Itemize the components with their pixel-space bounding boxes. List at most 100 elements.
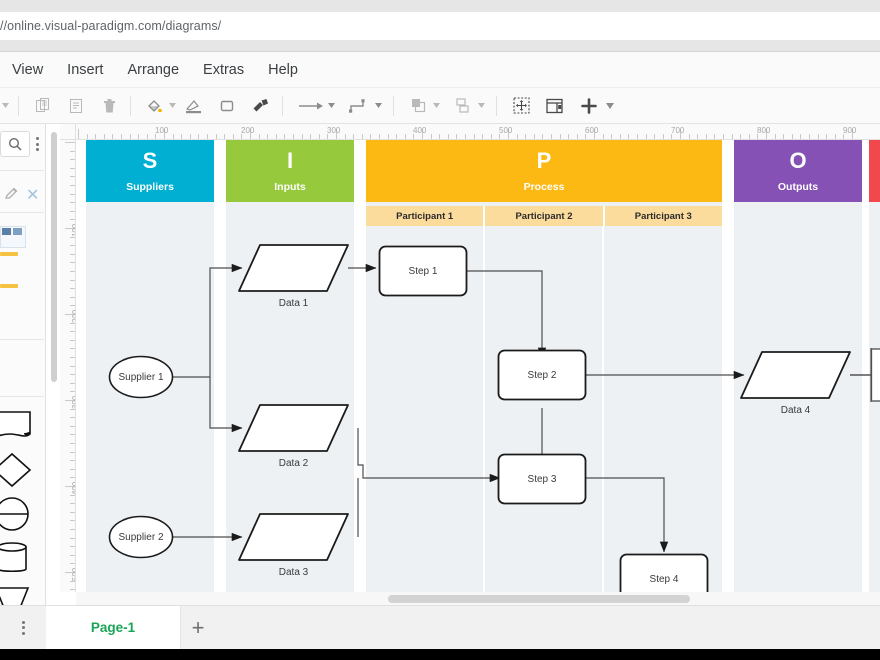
screen-bottom-bar [0, 649, 880, 660]
chevron-down-icon[interactable] [373, 93, 384, 119]
menu-view[interactable]: View [12, 61, 44, 78]
menu-arrange[interactable]: Arrange [127, 61, 180, 78]
node-step-2[interactable]: Step 2 [497, 349, 587, 401]
node-step-4[interactable]: Step 4 [619, 553, 709, 592]
add-page-button[interactable]: + [191, 614, 205, 640]
ruler-corner [60, 124, 76, 140]
lane-header-customers: C Customers [869, 140, 880, 202]
kebab-menu-icon[interactable] [30, 132, 44, 156]
toolbar-divider [282, 95, 283, 116]
add-shape-icon[interactable] [576, 93, 602, 119]
node-label: Data 4 [780, 405, 811, 416]
node-label: Data 2 [278, 458, 309, 469]
insert-table-icon[interactable] [541, 93, 567, 119]
sidebar-search-row [0, 129, 46, 159]
page-tab-page-1[interactable]: Page-1 [46, 606, 181, 649]
bookmark-bar [0, 40, 880, 52]
select-all-icon[interactable] [508, 93, 534, 119]
node-supplier-2[interactable]: Supplier 2 [108, 515, 174, 559]
node-data-1[interactable]: Data 1 [236, 242, 351, 309]
lane-letter: I [286, 147, 294, 173]
to-back-icon[interactable] [450, 93, 476, 119]
lane-letter: O [789, 147, 807, 173]
lane-header-process: P Process [366, 140, 722, 202]
participant-divider [602, 226, 604, 592]
sidebar-scrollbar[interactable] [51, 132, 57, 382]
node-step-1[interactable]: Step 1 [378, 245, 468, 297]
shape-style-icon[interactable] [214, 93, 240, 119]
node-data-3[interactable]: Data 3 [236, 511, 351, 578]
app-toolbar [0, 88, 880, 124]
lane-word: Suppliers [126, 180, 174, 193]
to-front-icon[interactable] [405, 93, 431, 119]
sidebar-divider [0, 396, 44, 397]
search-icon[interactable] [0, 131, 30, 157]
lane-letter: P [536, 147, 552, 173]
circle-shape-icon[interactable] [0, 490, 44, 534]
lane-letter: S [142, 147, 158, 173]
participant-3[interactable]: Participant 3 [604, 206, 722, 226]
node-step-3[interactable]: Step 3 [497, 453, 587, 505]
lane-word: Inputs [274, 180, 306, 193]
app-menu-bar: View Insert Arrange Extras Help [0, 52, 880, 88]
toolbar-divider [130, 95, 131, 116]
shapes-sidebar: ✕ [0, 124, 46, 609]
node-customer-partial[interactable] [871, 348, 880, 402]
page-tab-bar: Page-1 + [0, 605, 880, 649]
lane-header-suppliers: S Suppliers [86, 140, 214, 202]
node-supplier-1[interactable]: Supplier 1 [108, 355, 174, 399]
toolbar-divider [18, 95, 19, 116]
toolbar-divider [393, 95, 394, 116]
participant-1[interactable]: Participant 1 [366, 206, 486, 226]
delete-icon[interactable] [96, 93, 122, 119]
paste-icon[interactable] [63, 93, 89, 119]
format-paint-icon[interactable] [247, 93, 273, 119]
diagram-canvas[interactable]: S Suppliers I Inputs P Process Participa… [76, 140, 880, 592]
menu-insert[interactable]: Insert [67, 61, 104, 78]
diamond-shape-icon[interactable] [0, 446, 44, 490]
lane-thumb-2[interactable] [0, 284, 18, 288]
lane-header-outputs: O Outputs [734, 140, 862, 202]
sidebar-recent-shapes [0, 216, 44, 326]
chevron-down-icon[interactable] [0, 93, 11, 119]
chevron-down-icon[interactable] [326, 93, 337, 119]
node-data-2[interactable]: Data 2 [236, 402, 351, 469]
sidebar-edit-row: ✕ [0, 182, 46, 210]
lane-word: Outputs [777, 180, 819, 193]
chevron-down-icon[interactable] [431, 93, 442, 119]
menu-extras[interactable]: Extras [203, 61, 245, 78]
line-color-icon[interactable] [180, 93, 206, 119]
browser-url-bar[interactable]: //online.visual-paradigm.com/diagrams/ [0, 12, 880, 40]
connector-layer [173, 263, 880, 553]
canvas-horizontal-scroll-thumb[interactable] [388, 595, 690, 603]
document-shape-icon[interactable] [0, 402, 44, 446]
lane-thumb-1[interactable] [0, 252, 18, 256]
waypoints-icon[interactable] [347, 93, 373, 119]
participant-divider [483, 226, 485, 592]
pencil-icon[interactable] [4, 186, 19, 206]
node-label: Data 3 [278, 567, 309, 578]
lane-word: Process [523, 180, 565, 193]
kebab-menu-icon[interactable] [0, 606, 46, 649]
cylinder-shape-icon[interactable] [0, 534, 44, 578]
node-data-4[interactable]: Data 4 [738, 349, 853, 416]
url-text: //online.visual-paradigm.com/diagrams/ [0, 19, 222, 33]
chevron-down-icon[interactable] [604, 93, 615, 119]
copy-icon[interactable] [30, 93, 56, 119]
sidebar-divider [0, 212, 44, 213]
node-label: Data 1 [278, 298, 309, 309]
sipoc-template-thumb[interactable] [0, 226, 26, 248]
fill-color-icon[interactable] [141, 93, 167, 119]
lane-header-inputs: I Inputs [226, 140, 354, 202]
participant-header-row: Participant 1 Participant 2 Participant … [366, 206, 722, 226]
chevron-down-icon[interactable] [167, 93, 178, 119]
menu-help[interactable]: Help [268, 61, 298, 78]
chevron-down-icon[interactable] [476, 93, 487, 119]
close-icon[interactable]: ✕ [26, 187, 40, 204]
participant-2[interactable]: Participant 2 [485, 206, 605, 226]
connection-arrow-icon[interactable] [296, 93, 326, 119]
browser-tab-strip [0, 0, 880, 12]
